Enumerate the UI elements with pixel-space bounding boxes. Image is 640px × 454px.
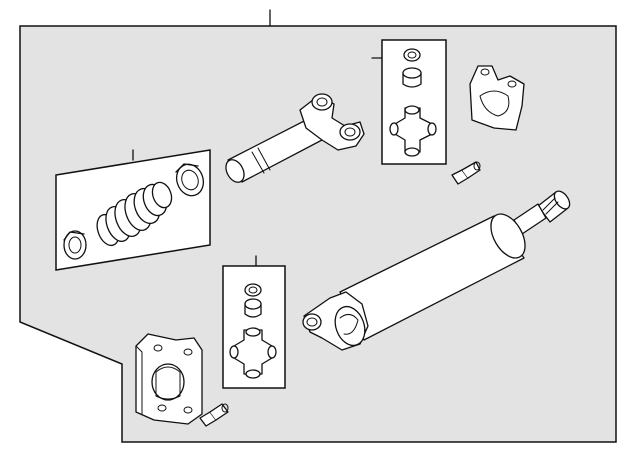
flange-yoke [135, 333, 203, 425]
boot-kit [55, 149, 211, 271]
slip-yoke [225, 93, 365, 183]
universal-joint-kit-lower [222, 255, 286, 389]
universal-joint-kit-upper [371, 39, 447, 165]
center-bearing-bracket [469, 65, 525, 131]
drive-shaft-tube [302, 190, 571, 351]
bolt-lower [199, 403, 229, 427]
bolt-upper [451, 161, 481, 185]
